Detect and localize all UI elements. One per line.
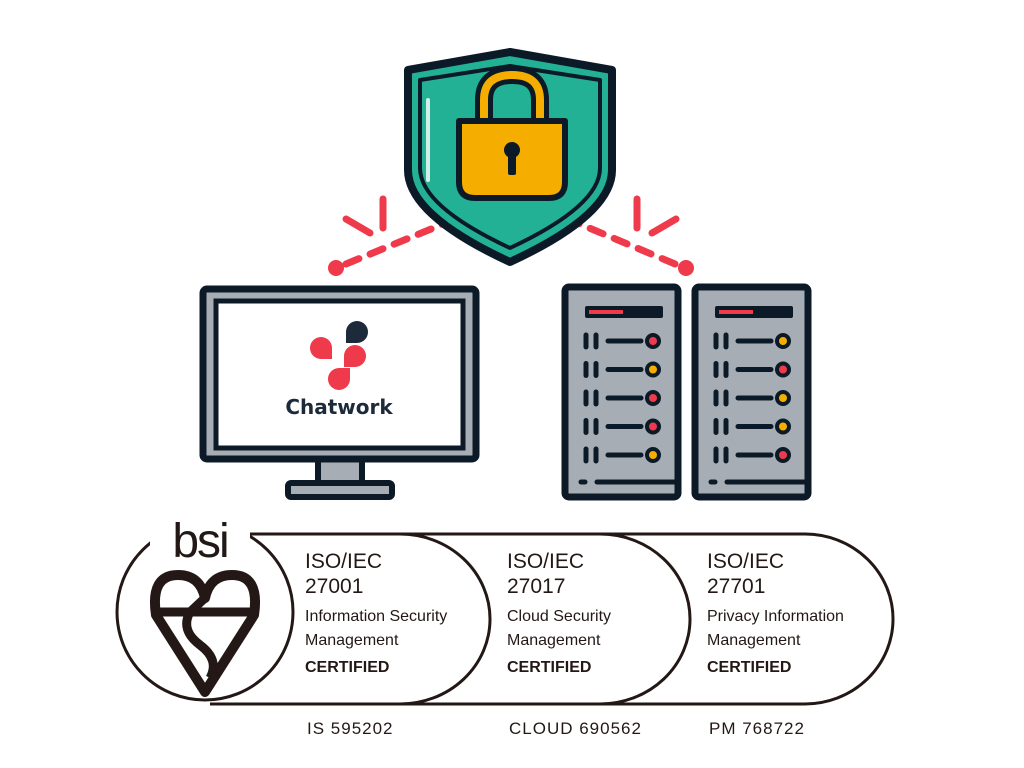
cert-number: 27001 [305,575,363,598]
cert-status: CERTIFIED [507,659,591,676]
server-icon [691,283,812,501]
cert-code: CLOUD 690562 [509,719,642,738]
cert-code: PM 768722 [709,719,805,738]
cert-line1: Privacy Information [707,608,844,625]
cert-line1: Information Security [305,608,447,625]
monitor-icon [199,285,480,500]
server-led-red [645,418,661,435]
cert-status: CERTIFIED [305,659,389,676]
bsi-kitemark-logo: bsi [150,512,260,697]
cert-number: 27701 [707,575,765,598]
cert-code: IS 595202 [307,719,394,738]
cert-status: CERTIFIED [707,659,791,676]
server-led-red [645,333,661,349]
cert-standard: ISO/IEC [305,550,382,573]
cert-line1: Cloud Security [507,608,611,625]
cert-standard: ISO/IEC [707,550,784,573]
cert-line2: Management [305,632,399,649]
chatwork-wordmark: Chatwork [285,395,393,419]
server-led-yellow [645,447,661,463]
server-status-bar [719,310,753,314]
bsi-wordmark: bsi [172,515,227,568]
server-led-red [775,447,791,463]
server-led-red [645,390,661,406]
connection-lines [342,195,680,268]
server-led-yellow [645,361,661,378]
server-led-red [775,361,791,378]
connection-dot-left [328,260,344,276]
cert-line2: Management [507,632,601,649]
padlock-icon [456,65,568,201]
cert-number: 27017 [507,575,565,598]
server-status-bar [589,310,623,314]
server-rack-group [561,283,812,501]
server-led-yellow [775,333,791,349]
server-icon [561,283,682,501]
chatwork-logo: Chatwork [285,321,393,419]
cert-standard: ISO/IEC [507,550,584,573]
cert-line2: Management [707,632,801,649]
connection-dot-right [678,260,694,276]
server-led-yellow [775,390,791,406]
server-led-yellow [775,418,791,435]
